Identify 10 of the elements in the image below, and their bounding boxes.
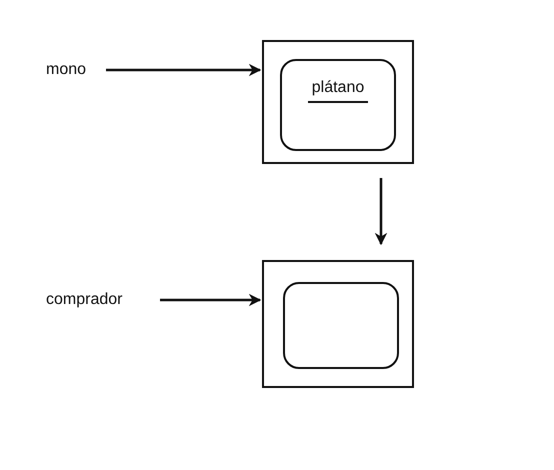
arrow bbox=[374, 178, 388, 246]
arrow bbox=[106, 64, 262, 76]
frame-box bbox=[262, 260, 414, 388]
screen-box bbox=[283, 282, 399, 369]
frame-box bbox=[262, 40, 414, 164]
label-text: comprador bbox=[46, 288, 154, 312]
arrow bbox=[160, 294, 262, 306]
label-text: mono bbox=[46, 58, 100, 82]
screen-box bbox=[280, 59, 396, 151]
screen-text: plátano bbox=[312, 79, 364, 97]
